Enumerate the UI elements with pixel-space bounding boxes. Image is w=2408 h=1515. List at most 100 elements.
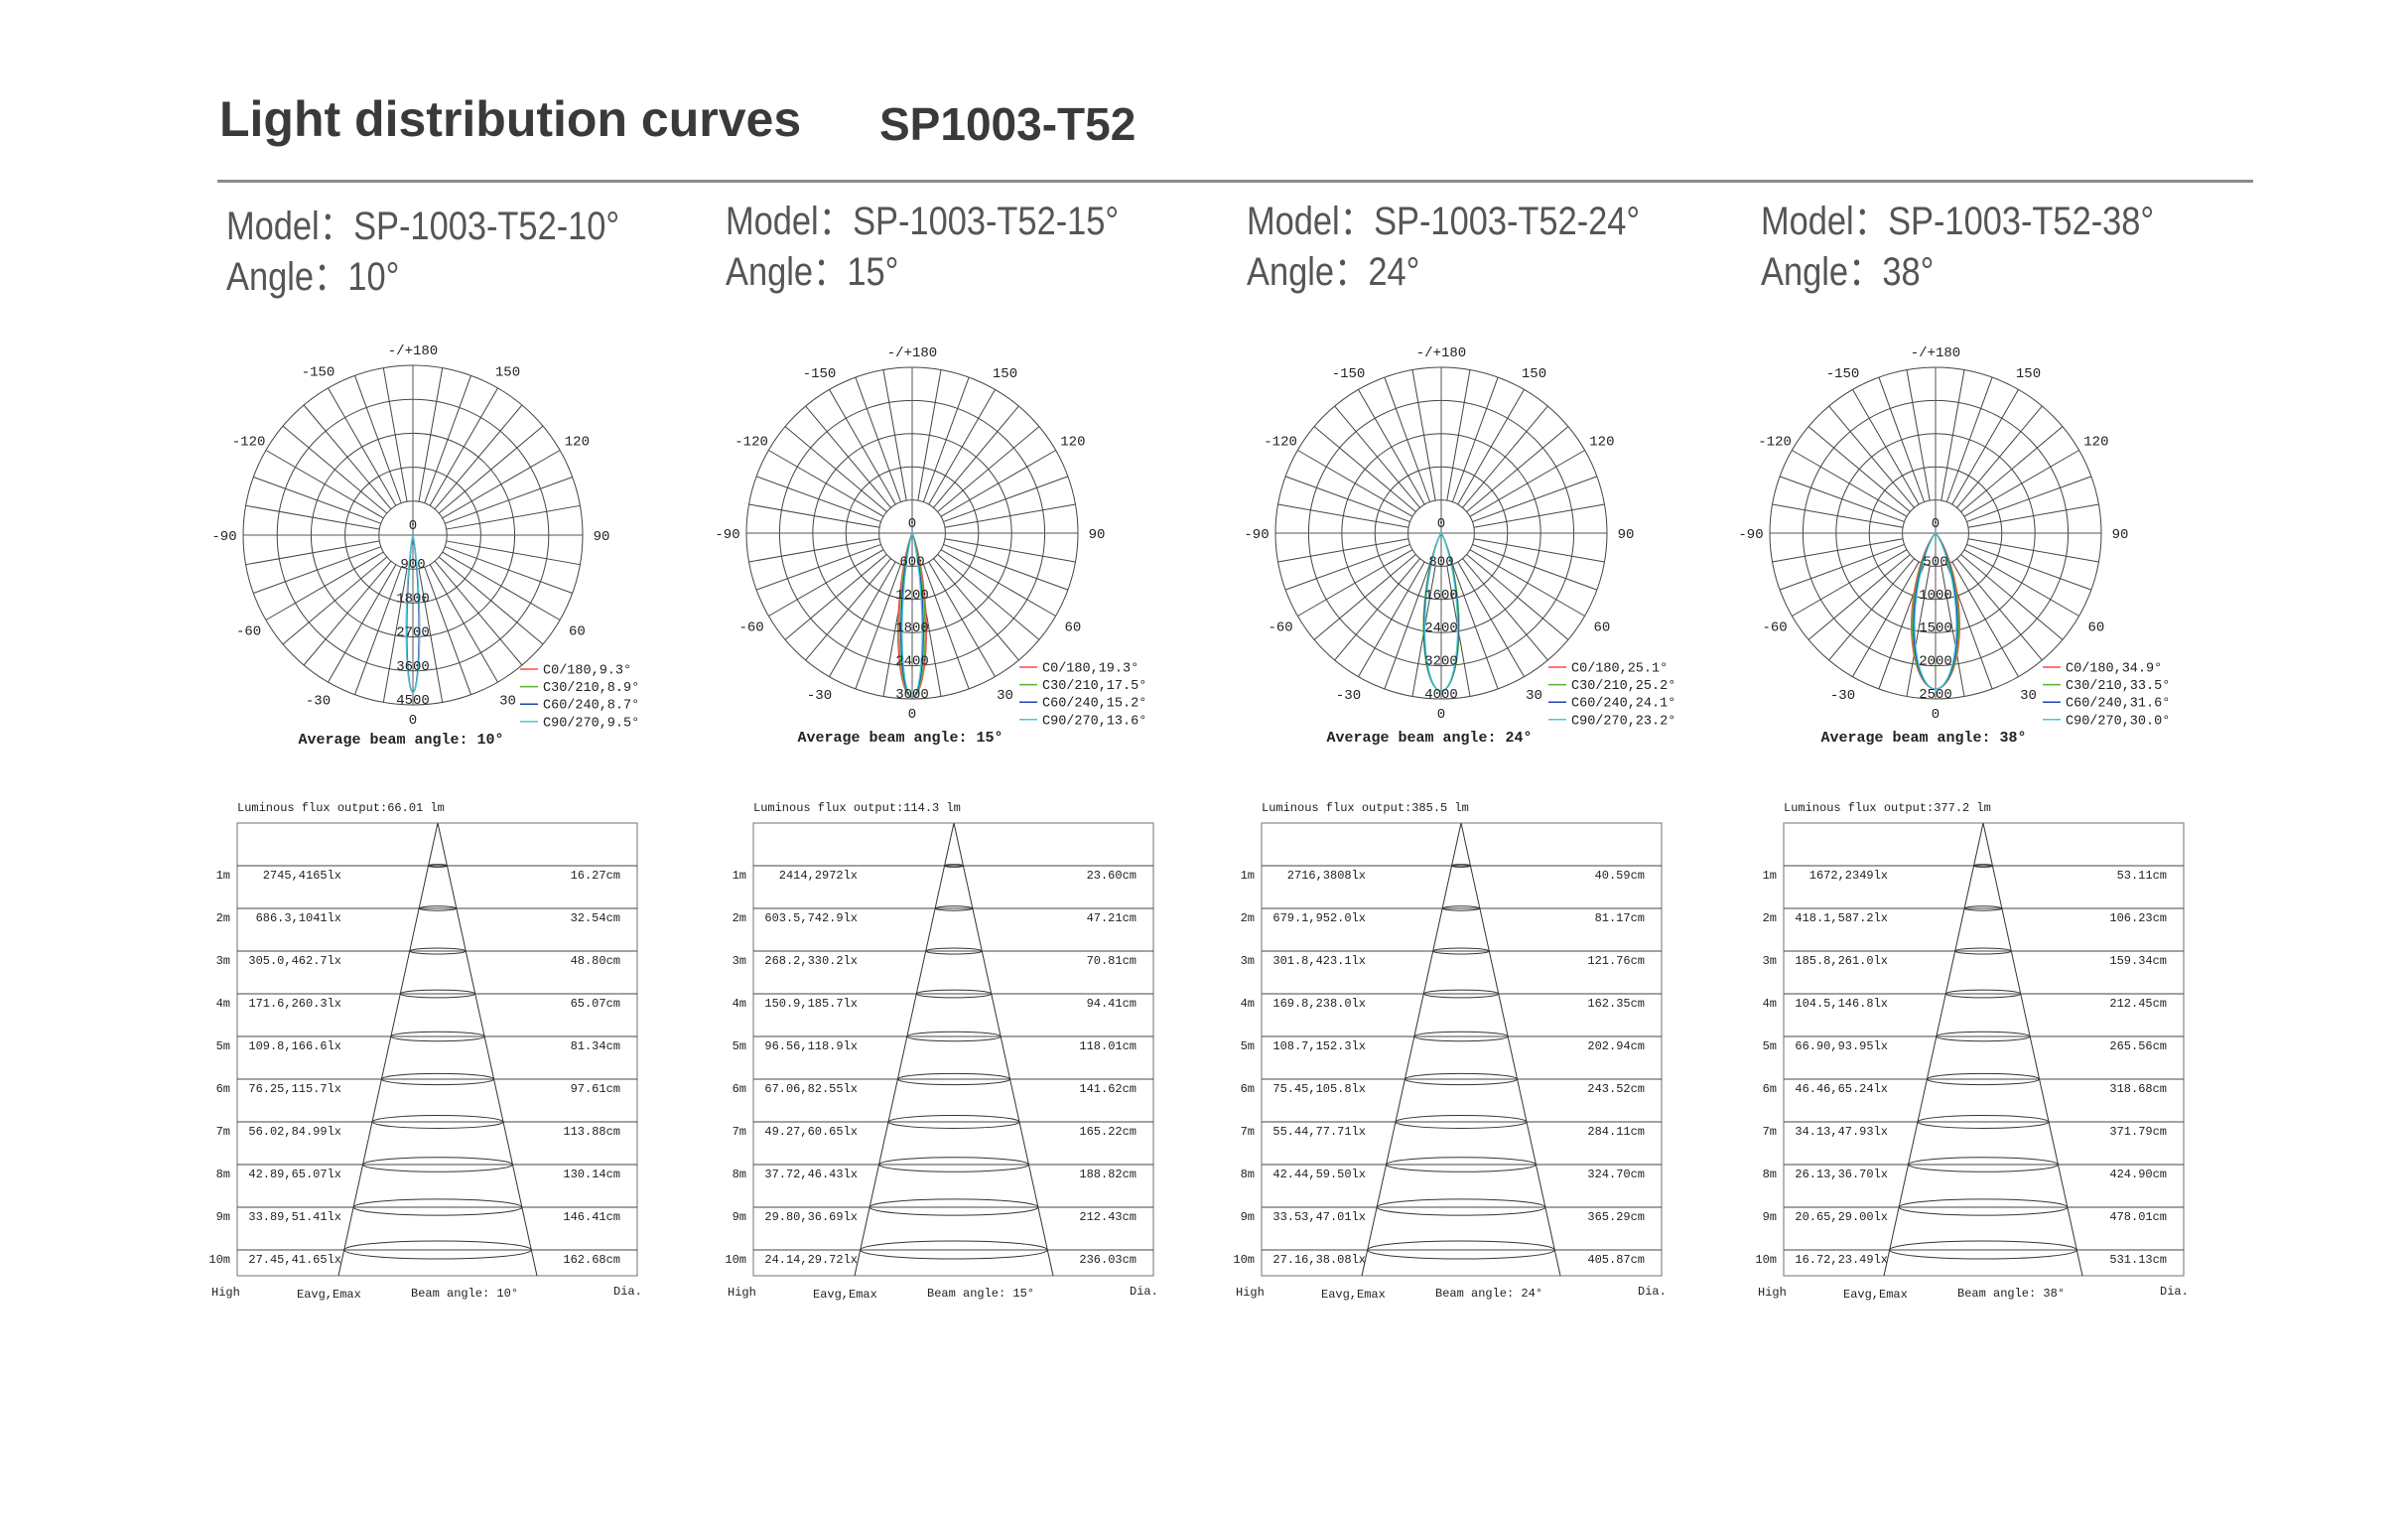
radial-tick-label: 800	[1428, 554, 1453, 570]
illuminance-value: 66.90,93.95lx	[1795, 1039, 1888, 1053]
spot-diameter: 141.62cm	[1079, 1082, 1137, 1096]
polar-spoke	[446, 504, 581, 530]
luminous-flux-label: Luminous flux output:66.01 lm	[237, 801, 445, 815]
footer-beam-angle-label: Beam angle: 15°	[927, 1287, 1034, 1301]
distance-label: 1m	[733, 869, 746, 883]
radial-tick-label: 2700	[396, 625, 430, 641]
distance-label: 2m	[1763, 911, 1777, 925]
angle-tick-label: -90	[1738, 527, 1763, 543]
distance-label: 7m	[216, 1125, 230, 1139]
angle-tick-label: -90	[1244, 527, 1269, 543]
polar-spoke	[805, 405, 891, 508]
spot-diameter: 265.56cm	[2109, 1039, 2167, 1053]
polar-spoke	[1472, 543, 1598, 591]
polar-spoke	[1358, 561, 1425, 677]
spot-diameter: 212.45cm	[2109, 997, 2167, 1011]
angle-tick-label: 0	[1932, 707, 1940, 723]
illuminance-value: 67.06,82.55lx	[764, 1082, 858, 1096]
radial-tick-label: 1200	[895, 588, 929, 604]
legend-label: C90/270,9.5°	[543, 716, 639, 731]
illuminance-value: 104.5,146.8lx	[1795, 997, 1888, 1011]
illuminance-value: 33.89,51.41lx	[248, 1210, 341, 1224]
intensity-curve-C90-270	[1423, 532, 1459, 692]
spot-diameter: 40.59cm	[1595, 869, 1645, 883]
angle-tick-label: 60	[1064, 620, 1081, 636]
spot-diameter: 162.35cm	[1587, 997, 1645, 1011]
polar-spoke	[1284, 476, 1410, 523]
angle-tick-label: -60	[1268, 620, 1292, 636]
angle-tick-label: -150	[302, 365, 335, 381]
spot-diameter: 365.29cm	[1587, 1210, 1645, 1224]
spot-diameter: 113.88cm	[563, 1125, 620, 1139]
polar-spoke	[1473, 538, 1605, 563]
angle-tick-label: -120	[1758, 435, 1792, 451]
polar-spoke	[442, 551, 561, 620]
luminous-flux-label: Luminous flux output:385.5 lm	[1262, 801, 1469, 815]
polar-spoke	[303, 560, 392, 666]
spot-diameter: 159.34cm	[2109, 954, 2167, 968]
polar-spoke	[1277, 538, 1409, 563]
polar-spoke	[354, 375, 402, 504]
angle-label-10: Angle：10°	[226, 255, 400, 299]
illuminance-value: 603.5,742.9lx	[764, 911, 858, 925]
angle-tick-label: 30	[997, 688, 1013, 704]
polar-spoke	[937, 426, 1040, 512]
polar-spoke	[940, 450, 1056, 517]
angle-tick-label: -90	[211, 529, 236, 545]
polar-spoke	[438, 425, 544, 514]
angle-label-24: Angle：24°	[1247, 250, 1420, 294]
polar-spoke	[1297, 450, 1413, 517]
radial-tick-label: 2000	[1919, 654, 1952, 670]
spot-diameter: 146.41cm	[563, 1210, 620, 1224]
polar-spoke	[1457, 561, 1525, 677]
illuminance-value: 75.45,105.8lx	[1272, 1082, 1366, 1096]
illuminance-value: 16.72,23.49lx	[1795, 1253, 1888, 1267]
polar-spoke	[944, 538, 1076, 563]
illuminance-value: 26.13,36.70lx	[1795, 1168, 1888, 1181]
angle-tick-label: 120	[1589, 435, 1614, 451]
distance-label: 2m	[1241, 911, 1255, 925]
angle-tick-label: -120	[735, 435, 768, 451]
spot-diameter: 236.03cm	[1079, 1253, 1137, 1267]
spot-diameter: 188.82cm	[1079, 1168, 1137, 1181]
spot-diameter: 23.60cm	[1087, 869, 1137, 883]
radial-tick-label: 1500	[1919, 620, 1952, 636]
distance-label: 9m	[1763, 1210, 1777, 1224]
polar-spoke	[933, 405, 1019, 508]
illuminance-value: 42.44,59.50lx	[1272, 1168, 1366, 1181]
legend-label: C90/270,13.6°	[1042, 714, 1146, 729]
spot-diameter: 94.41cm	[1087, 997, 1137, 1011]
footer-diameter-label: Dia.	[613, 1285, 642, 1299]
polar-spoke	[434, 404, 523, 510]
radial-tick-label: 4000	[1424, 687, 1458, 703]
polar-spoke	[1852, 389, 1920, 505]
angle-tick-label: 30	[2020, 688, 2037, 704]
spot-diameter: 324.70cm	[1587, 1168, 1645, 1181]
angle-tick-label: -/+180	[887, 345, 937, 361]
polar-spoke	[829, 561, 896, 677]
angle-tick-label: 90	[2112, 527, 2129, 543]
angle-tick-label: 0	[409, 713, 417, 729]
polar-spoke	[1469, 450, 1585, 517]
polar-spoke	[282, 425, 388, 514]
spot-diameter: 130.14cm	[563, 1168, 620, 1181]
polar-spoke	[429, 564, 498, 683]
model-label-24: Model：SP-1003-T52-24°	[1247, 200, 1641, 243]
illuminance-value: 2414,2972lx	[779, 869, 858, 883]
illuminance-value: 24.14,29.72lx	[764, 1253, 858, 1267]
polar-spoke	[429, 387, 498, 506]
polar-spoke	[438, 556, 544, 645]
spot-diameter: 47.21cm	[1087, 911, 1137, 925]
radial-tick-label: 600	[899, 554, 924, 570]
distance-label: 4m	[733, 997, 746, 1011]
distance-label: 2m	[216, 911, 230, 925]
illuminance-value: 679.1,952.0lx	[1272, 911, 1366, 925]
illuminance-value: 185.8,261.0lx	[1795, 954, 1888, 968]
polar-spoke	[805, 558, 891, 661]
distance-label: 1m	[216, 869, 230, 883]
spot-diameter: 531.13cm	[2109, 1253, 2167, 1267]
average-beam-angle: Average beam angle: 10°	[298, 732, 503, 749]
polar-spoke	[1384, 376, 1431, 502]
distance-label: 3m	[733, 954, 746, 968]
